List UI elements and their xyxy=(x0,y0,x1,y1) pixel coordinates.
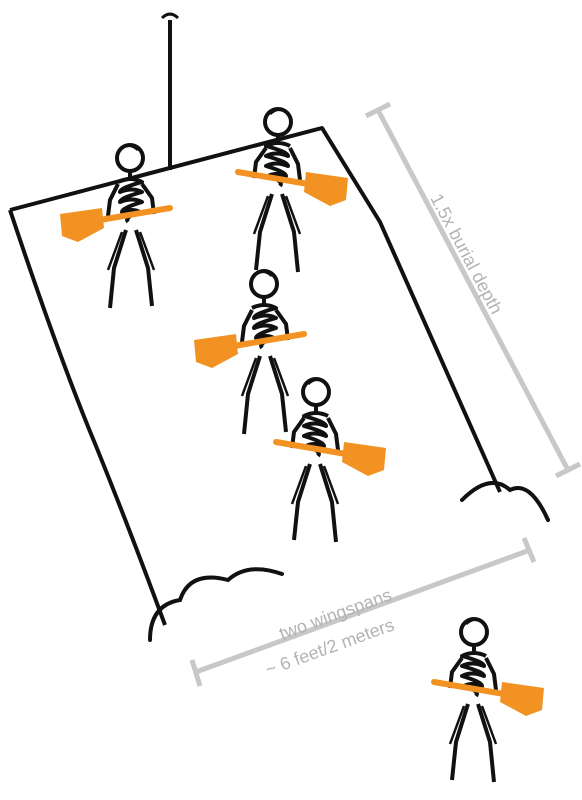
probe-pole xyxy=(162,14,178,170)
depth-label: 1.5x burial depth xyxy=(426,190,506,317)
depth-dimension: 1.5x burial depth xyxy=(366,104,580,476)
digger-figure xyxy=(60,145,170,308)
digger-figure xyxy=(276,379,386,542)
digger-figure xyxy=(238,109,348,272)
digger-figure xyxy=(194,271,304,434)
digger-figure xyxy=(434,619,544,782)
